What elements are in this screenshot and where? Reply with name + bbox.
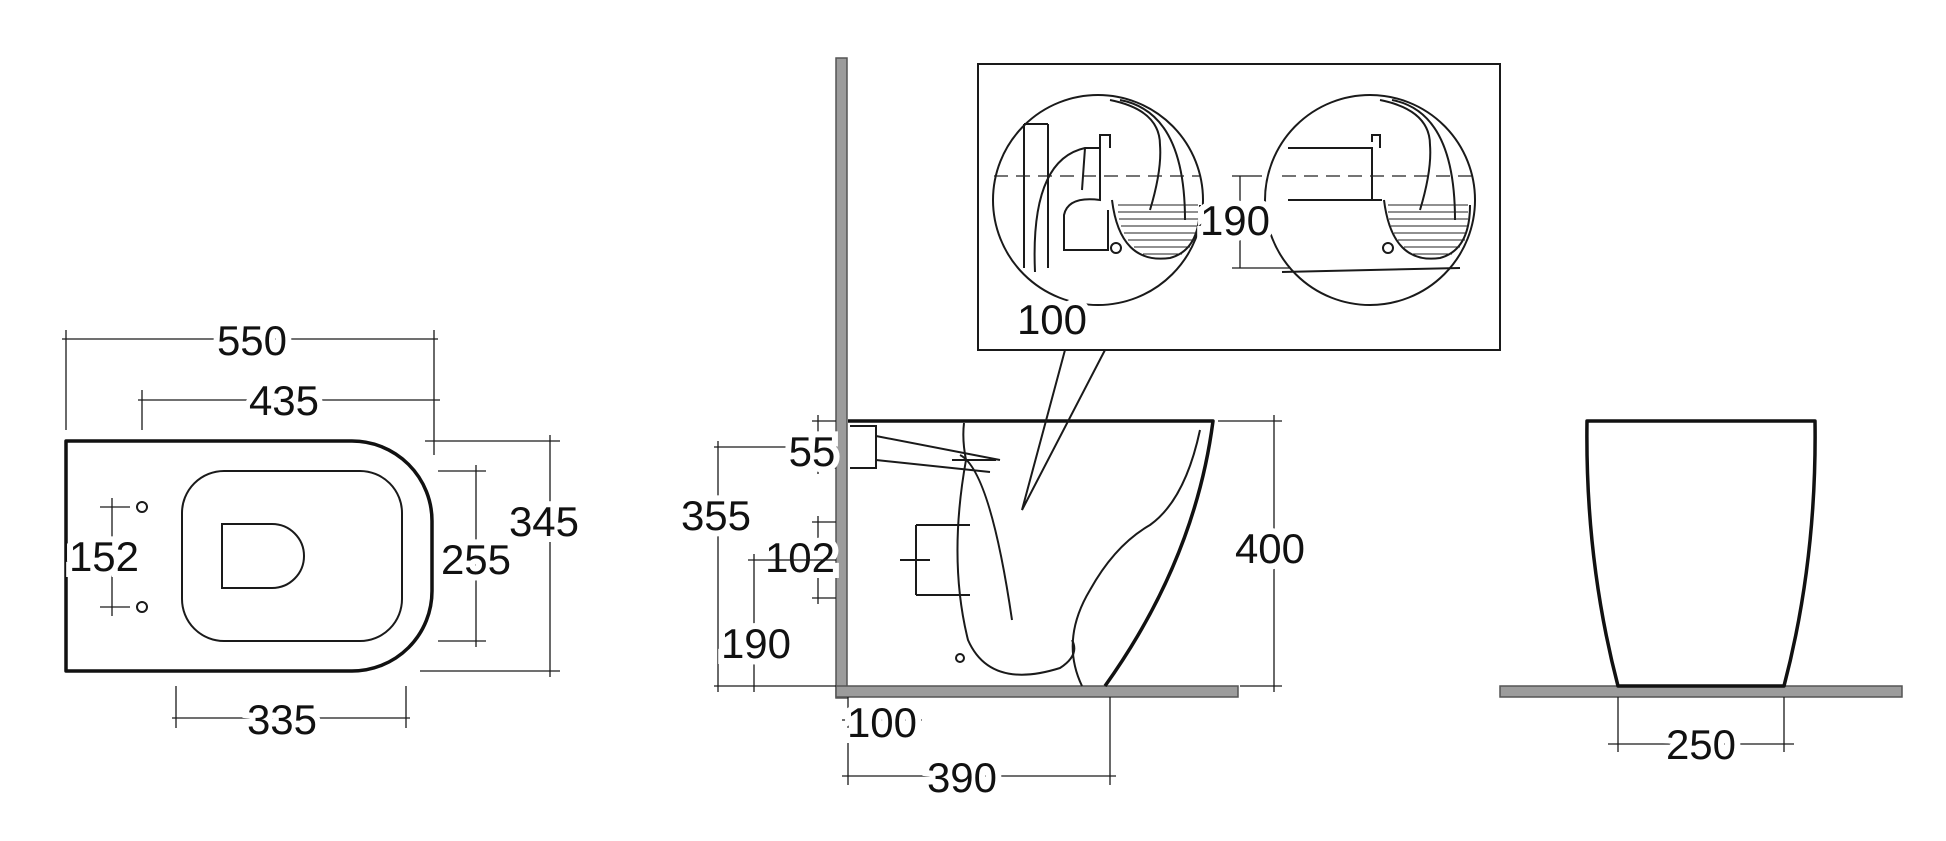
inlet-pipe bbox=[875, 435, 1001, 473]
dim-outlet-height-190: 190 bbox=[721, 620, 791, 667]
dim-width-550: 550 bbox=[217, 317, 287, 364]
dim-fixing-152: 152 bbox=[69, 533, 139, 580]
callout-pointer bbox=[1021, 349, 1106, 511]
dim-inlet-offset-55: 55 bbox=[789, 428, 836, 475]
pan-front-outline bbox=[1585, 419, 1817, 688]
dim-outlet-102: 102 bbox=[765, 534, 835, 581]
bowl-outline bbox=[64, 439, 434, 673]
bowl-opening bbox=[221, 523, 306, 589]
bowl-trapway bbox=[956, 422, 1076, 676]
pan-rear bbox=[1071, 429, 1201, 687]
s-trap-detail bbox=[1232, 94, 1476, 306]
dim-seat-255: 255 bbox=[441, 536, 511, 583]
seat-outline bbox=[181, 470, 403, 642]
fixing-hole-top bbox=[136, 501, 148, 513]
pan-outline bbox=[848, 419, 1215, 688]
p-trap-detail bbox=[992, 94, 1204, 306]
dim-depth-345: 345 bbox=[509, 498, 579, 545]
dim-wall-offset-100: 100 bbox=[847, 699, 917, 746]
dim-base-335: 335 bbox=[247, 696, 317, 743]
front-view: 250 bbox=[1499, 419, 1903, 774]
dim-p-trap-100: 100 bbox=[1017, 296, 1087, 343]
dim-s-trap-190: 190 bbox=[1200, 197, 1270, 244]
dim-total-height-400: 400 bbox=[1235, 525, 1305, 572]
plan-view: 550 435 345 255 152 335 bbox=[62, 311, 585, 749]
dim-length-435: 435 bbox=[249, 377, 319, 424]
detail-callout: 100 190 bbox=[977, 63, 1501, 511]
dim-base-width-250: 250 bbox=[1666, 721, 1736, 768]
fixing-hole-bottom bbox=[136, 601, 148, 613]
wall bbox=[835, 57, 848, 699]
dim-projection-390: 390 bbox=[927, 754, 997, 801]
side-view: 355 55 102 190 400 100 390 bbox=[675, 57, 1311, 807]
drain-hole bbox=[955, 653, 965, 663]
floor bbox=[835, 685, 1239, 698]
outlet-stub bbox=[900, 524, 970, 596]
inlet-connector bbox=[850, 425, 877, 469]
dim-inlet-height-355: 355 bbox=[681, 492, 751, 539]
